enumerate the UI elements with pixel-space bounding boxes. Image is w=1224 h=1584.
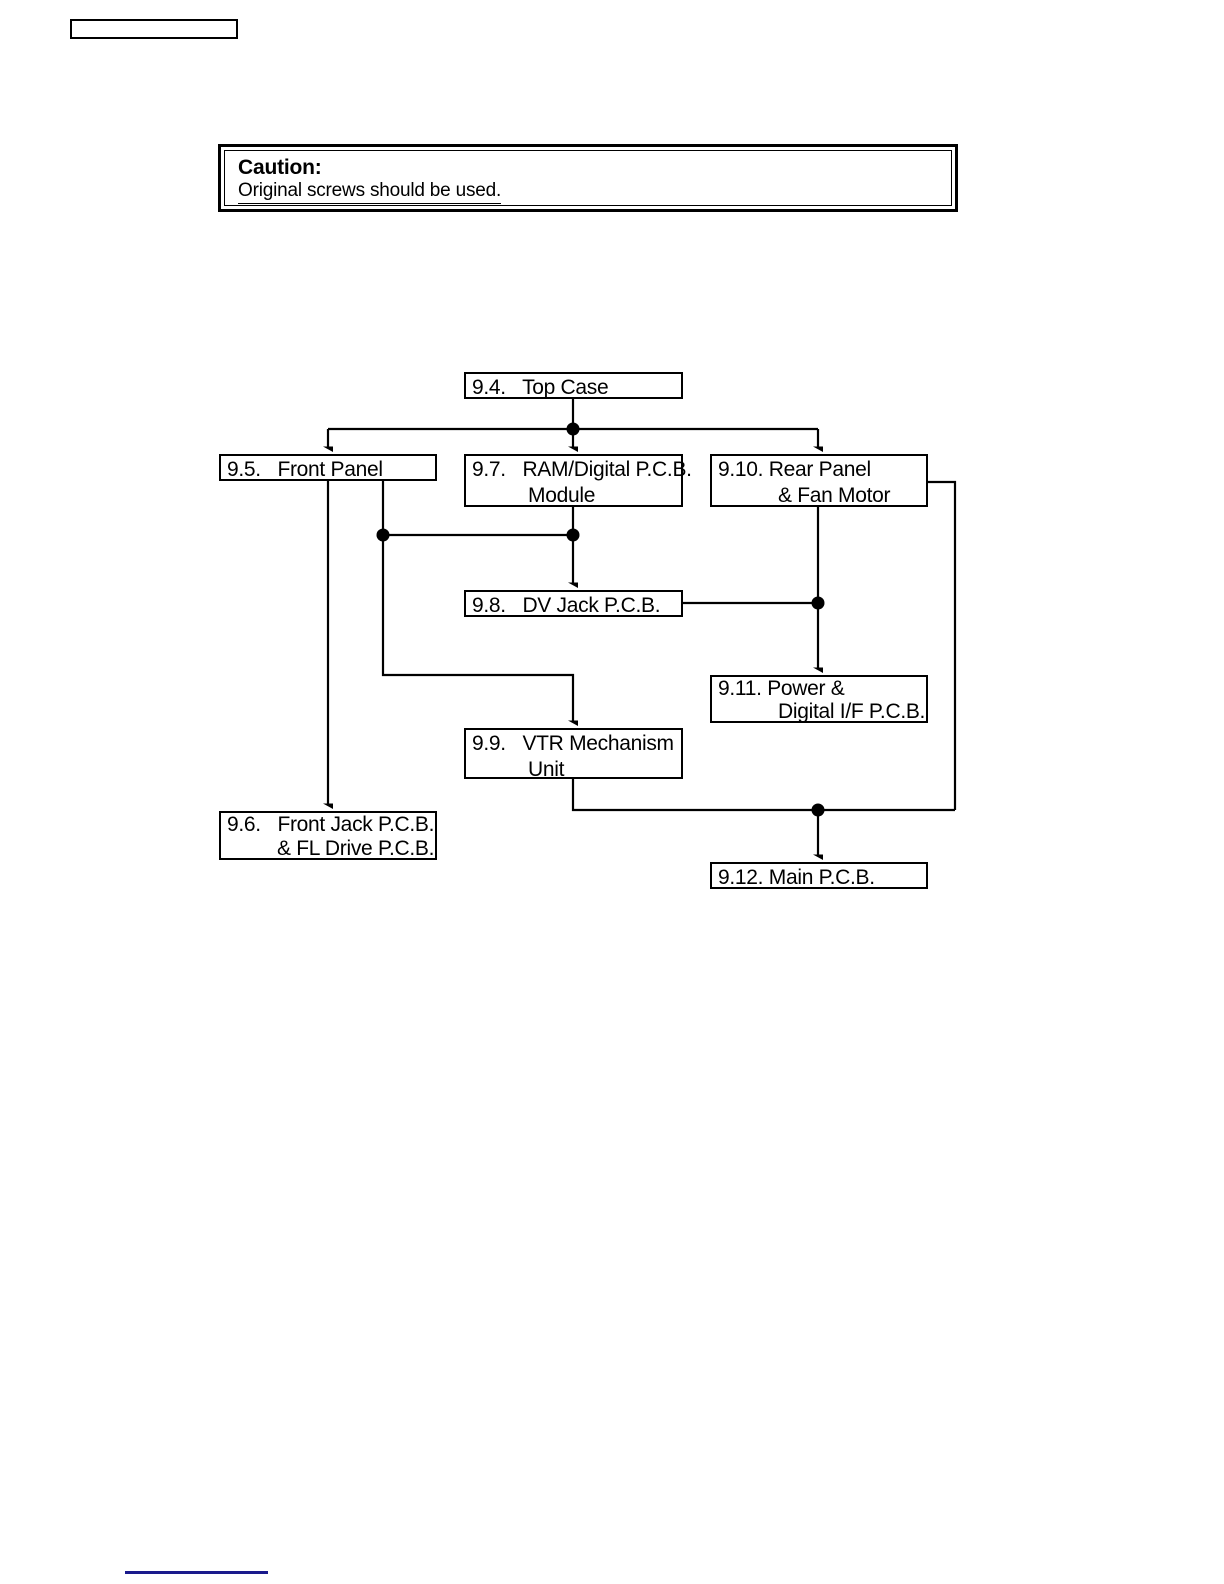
caution-panel-inner: Caution: Original screws should be used. bbox=[224, 150, 952, 206]
flow-node-label: Front Panel bbox=[277, 458, 383, 481]
flow-node-label: Rear Panel bbox=[768, 458, 871, 481]
flow-node-label-line2: Digital I/F P.C.B. bbox=[778, 700, 926, 723]
edge-rearpanel-right-rail bbox=[928, 480, 957, 810]
junction-dot bbox=[811, 803, 825, 817]
junction-dot bbox=[811, 596, 825, 610]
junction-dot bbox=[376, 528, 390, 542]
flow-node-front-panel[interactable]: 9.5. Front Panel bbox=[219, 454, 437, 481]
flow-node-label-line2: Module bbox=[528, 484, 596, 507]
flow-node-front-jack-fl-drive-pcb[interactable]: 9.6. Front Jack P.C.B. & FL Drive P.C.B. bbox=[219, 811, 437, 860]
flow-node-ram-digital-pcb-module[interactable]: 9.7. RAM/Digital P.C.B. Module bbox=[464, 454, 692, 507]
flow-node-number: 9.10. bbox=[718, 458, 764, 481]
edge-frontpanel-to-vtr bbox=[381, 535, 573, 721]
flow-node-number: 9.9. bbox=[472, 732, 506, 755]
junction-dots bbox=[376, 422, 825, 817]
junction-dot bbox=[566, 422, 580, 436]
junction-dot bbox=[566, 528, 580, 542]
flow-node-rear-panel-fan-motor[interactable]: 9.10. Rear Panel & Fan Motor bbox=[710, 454, 928, 507]
caution-panel: Caution: Original screws should be used. bbox=[218, 144, 958, 212]
caution-title: Caution: bbox=[238, 156, 322, 179]
flow-node-power-digital-if-pcb[interactable]: 9.11. Power & Digital I/F P.C.B. bbox=[710, 675, 928, 723]
flow-node-number: 9.8. bbox=[472, 594, 506, 617]
flow-node-label-line2: & FL Drive P.C.B. bbox=[277, 837, 435, 860]
flow-node-number: 9.11. bbox=[718, 677, 762, 700]
footer-rule bbox=[125, 1571, 268, 1574]
flow-node-number: 9.7. bbox=[472, 458, 506, 481]
flow-node-main-pcb[interactable]: 9.12. Main P.C.B. bbox=[710, 862, 928, 889]
flow-node-vtr-mechanism-unit[interactable]: 9.9. VTR Mechanism Unit bbox=[464, 728, 683, 781]
flow-node-number: 9.5. bbox=[227, 458, 261, 481]
flow-node-label: DV Jack P.C.B. bbox=[522, 594, 661, 617]
flow-node-label-line2: Unit bbox=[528, 758, 565, 781]
flow-node-dv-jack-pcb[interactable]: 9.8. DV Jack P.C.B. bbox=[464, 590, 683, 617]
flow-node-label: Main P.C.B. bbox=[768, 866, 875, 889]
edge-vtr-bottom-bus bbox=[571, 779, 955, 812]
flow-node-number: 9.4. bbox=[472, 376, 506, 399]
flow-node-label: VTR Mechanism bbox=[522, 732, 674, 755]
flow-node-number: 9.6. bbox=[227, 813, 261, 836]
header-rule-box bbox=[70, 19, 238, 39]
caution-text: Original screws should be used. bbox=[238, 180, 501, 204]
flow-node-label: RAM/Digital P.C.B. bbox=[522, 458, 692, 481]
flow-node-label: Power & bbox=[767, 677, 845, 700]
flow-node-label-line2: & Fan Motor bbox=[778, 484, 891, 507]
flow-node-label: Front Jack P.C.B. bbox=[277, 813, 435, 836]
flow-node-number: 9.12. bbox=[718, 866, 764, 889]
flow-node-top-case[interactable]: 9.4. Top Case bbox=[464, 372, 683, 399]
flow-node-label: Top Case bbox=[522, 376, 609, 399]
